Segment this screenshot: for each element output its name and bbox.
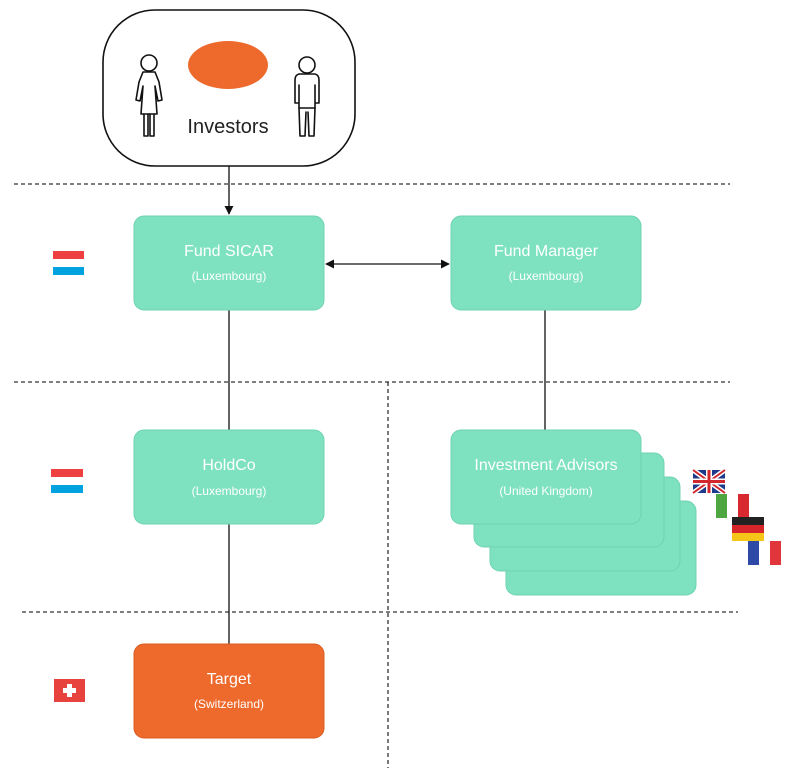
germany-flag-icon: [732, 517, 764, 541]
luxembourg-flag-icon: [51, 469, 83, 493]
fund-sicar-title: Fund SICAR: [184, 243, 274, 260]
luxembourg-flag-icon: [53, 251, 84, 275]
switzerland-flag-icon: [54, 679, 85, 702]
investment-advisors-title: Investment Advisors: [474, 457, 617, 474]
united-kingdom-flag-icon: [691, 467, 727, 496]
fund-manager-node[interactable]: Fund Manager (Luxembourg): [450, 215, 642, 311]
holdco-subtitle: (Luxembourg): [192, 484, 267, 498]
fund-manager-title: Fund Manager: [494, 243, 599, 260]
italy-flag-icon: [716, 494, 749, 518]
holdco-node[interactable]: HoldCo (Luxembourg): [133, 429, 325, 525]
investors-label: Investors: [187, 116, 268, 138]
target-subtitle: (Switzerland): [194, 697, 264, 711]
investment-advisors-subtitle: (United Kingdom): [499, 484, 592, 498]
advisors-stack-card-1: [450, 429, 642, 525]
investment-advisors-node[interactable]: Investment Advisors (United Kingdom): [450, 429, 697, 596]
woman-icon: [135, 54, 163, 137]
fund-sicar-subtitle: (Luxembourg): [192, 269, 267, 283]
holdco-title: HoldCo: [202, 457, 255, 474]
fund-manager-subtitle: (Luxembourg): [509, 269, 584, 283]
france-flag-icon: [748, 541, 781, 565]
man-icon: [294, 56, 320, 137]
target-title: Target: [207, 671, 252, 688]
fund-sicar-node[interactable]: Fund SICAR (Luxembourg): [133, 215, 325, 311]
investors-oval: [188, 41, 268, 89]
target-node[interactable]: Target (Switzerland): [133, 643, 325, 739]
investors-box: Investors: [102, 9, 356, 167]
